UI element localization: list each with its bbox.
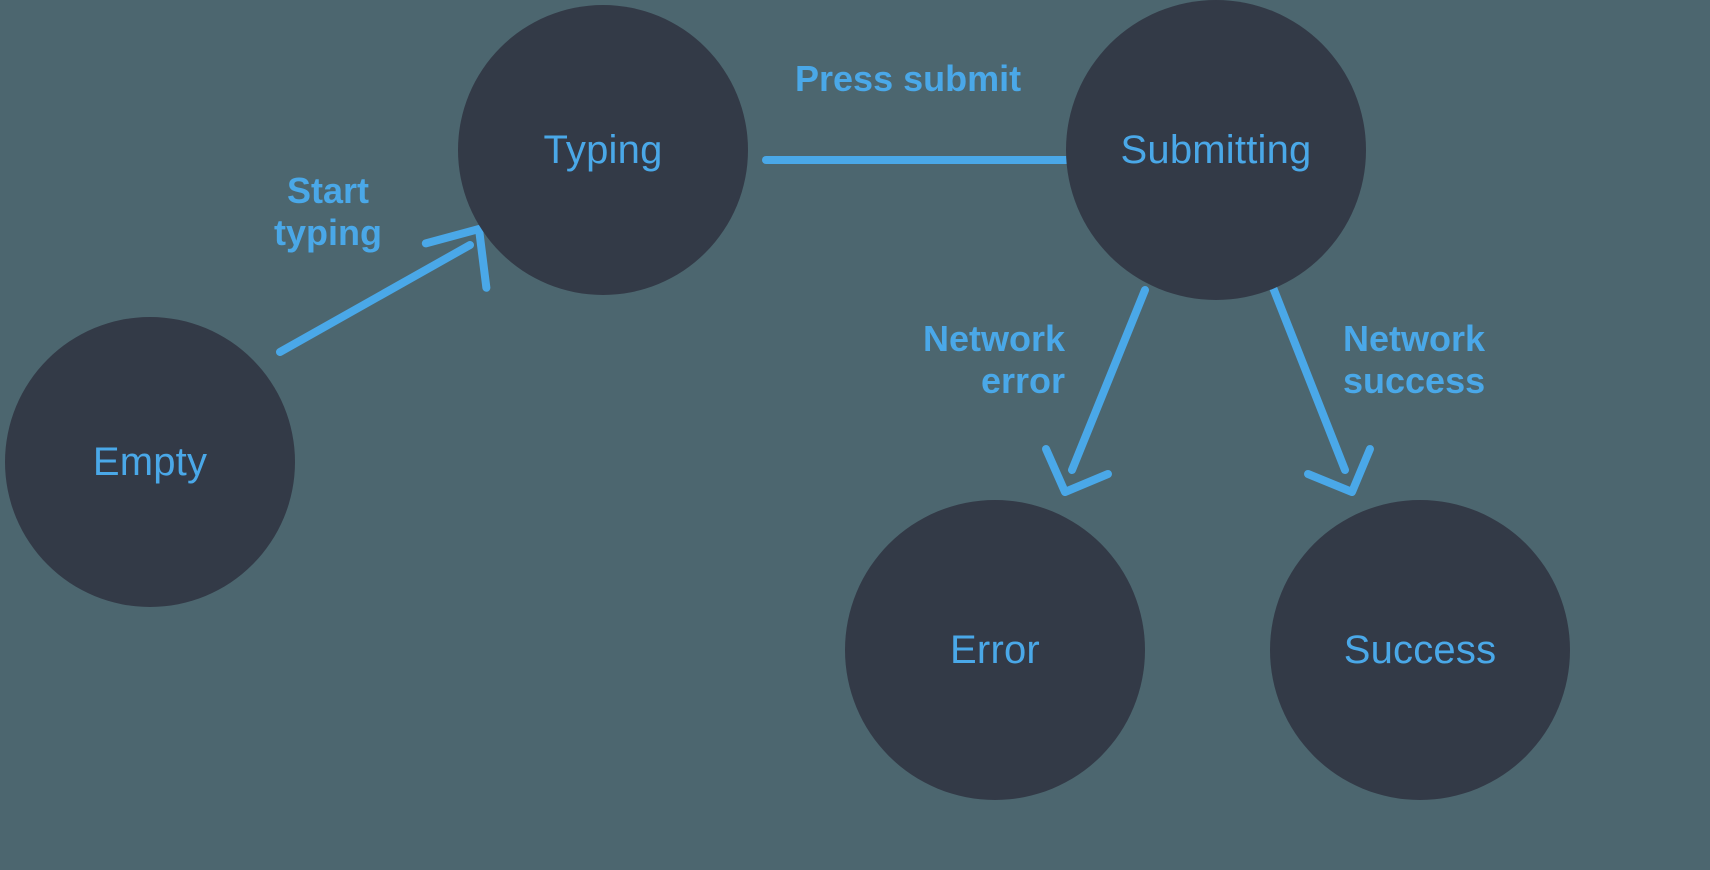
edge-network-error-arrowhead [1042,445,1112,496]
edge-network-success-arrowhead [1304,445,1374,496]
edge-label-start-typing: Start typing [274,170,382,254]
state-label-success: Success [1343,628,1497,672]
edge-network-error [1042,286,1149,496]
edge-network-success [1268,281,1374,496]
state-label-typing: Typing [543,128,663,172]
state-node-error[interactable]: Error [845,500,1145,800]
state-label-submitting: Submitting [1120,128,1312,172]
edge-label-network-error: Network error [922,318,1065,402]
edge-network-error-line [1068,286,1149,474]
state-node-submitting[interactable]: Submitting [1066,0,1366,300]
state-label-error: Error [950,628,1040,672]
state-node-success[interactable]: Success [1270,500,1570,800]
edge-start-typing-line [276,241,474,356]
state-node-typing[interactable]: Typing [458,5,748,295]
edge-network-success-line [1268,281,1349,474]
edge-start-typing [276,225,491,356]
edge-label-press-submit: Press submit [795,58,1022,99]
state-label-empty: Empty [92,440,208,484]
state-node-empty[interactable]: Empty [5,317,295,607]
edge-start-typing-arrowhead [421,225,491,292]
edge-label-network-success: Network success [1343,318,1486,402]
